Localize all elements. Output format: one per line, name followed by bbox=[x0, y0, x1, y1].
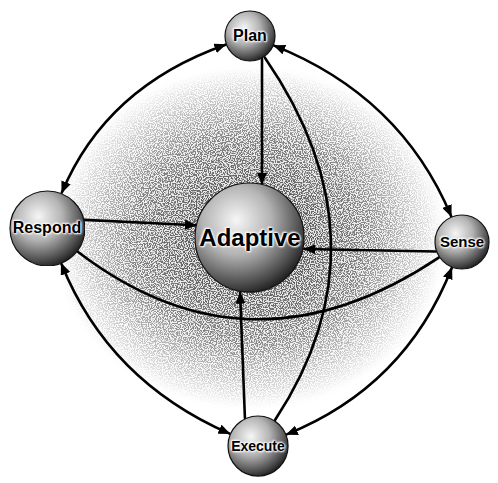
node-text-group: Sense bbox=[434, 214, 490, 270]
node-label: Plan bbox=[233, 27, 267, 45]
sphere-node: Execute bbox=[227, 415, 289, 477]
sphere-shape bbox=[435, 215, 489, 269]
cycle-arrow bbox=[274, 46, 451, 217]
sphere-shape bbox=[225, 11, 275, 61]
node-text-group: Adaptive bbox=[194, 182, 305, 293]
node-label: Sense bbox=[440, 233, 484, 250]
sphere-node: Plan bbox=[224, 10, 276, 62]
cycle-arrow bbox=[61, 264, 229, 434]
sphere-shape bbox=[195, 183, 304, 292]
flow-arrow bbox=[85, 220, 196, 225]
flow-arrow bbox=[304, 249, 435, 251]
node-text-group: Plan bbox=[224, 10, 276, 62]
flow-arrow bbox=[240, 293, 245, 418]
node-text-group: Respond bbox=[9, 190, 86, 267]
sphere-node: Respond bbox=[9, 190, 86, 267]
sphere-node: Adaptive bbox=[194, 182, 305, 293]
sphere-shape bbox=[10, 191, 85, 266]
node-label: Execute bbox=[231, 438, 285, 454]
node-text-group: Execute bbox=[227, 415, 289, 477]
sphere-shape bbox=[228, 416, 288, 476]
cycle-arrow bbox=[62, 45, 226, 193]
flow-arrow bbox=[261, 59, 264, 184]
node-label: Respond bbox=[13, 219, 81, 237]
node-label: Adaptive bbox=[199, 224, 300, 252]
sphere-node: Sense bbox=[434, 214, 490, 270]
